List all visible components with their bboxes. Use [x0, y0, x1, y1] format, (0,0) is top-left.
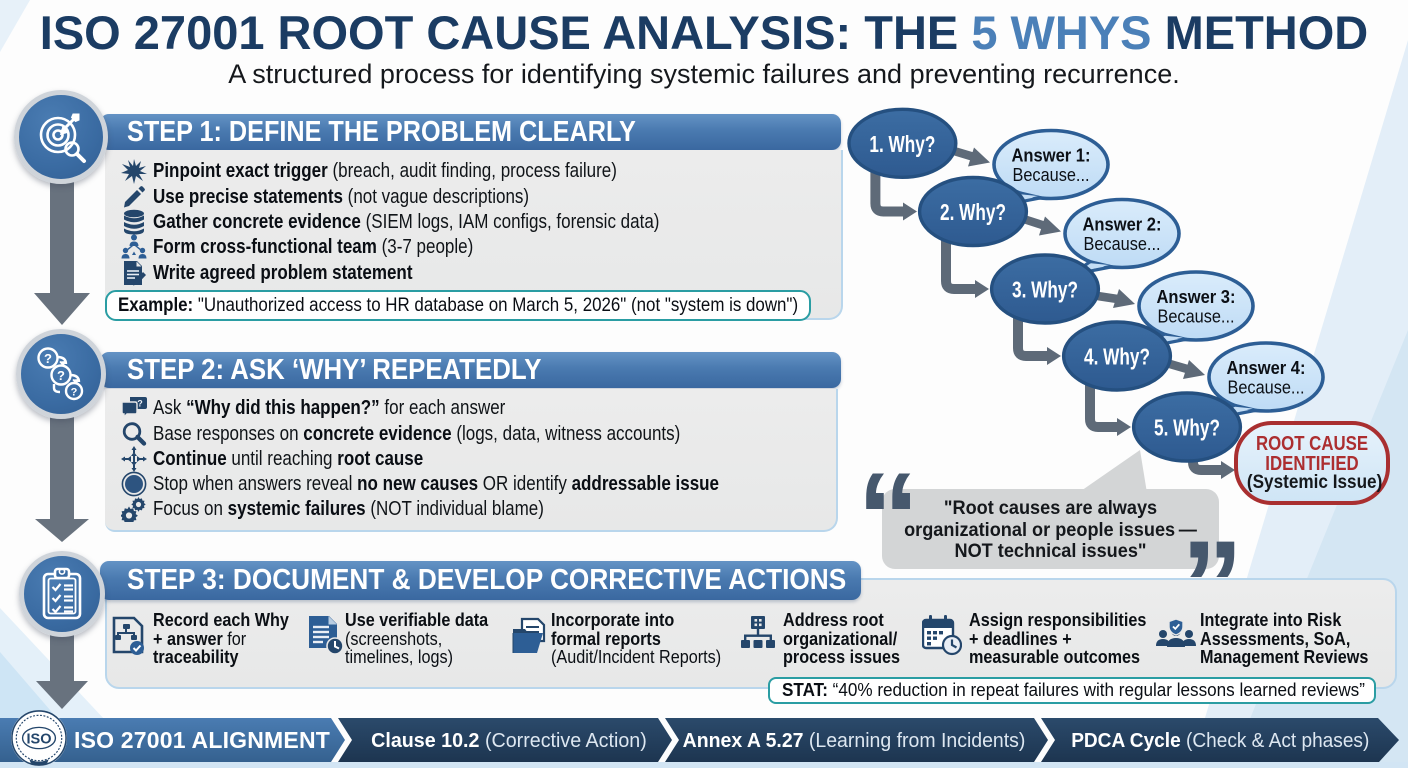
svg-text:Because...: Because...	[1013, 164, 1090, 185]
svg-text:4. Why?: 4. Why?	[1084, 344, 1150, 370]
svg-text:5. Why?: 5. Why?	[1154, 415, 1220, 441]
svg-text:Answer 1:: Answer 1:	[1012, 145, 1091, 166]
svg-text:Because...: Because...	[1084, 233, 1161, 254]
svg-text:?: ?	[57, 368, 65, 383]
svg-text:?: ?	[137, 399, 143, 409]
svg-text:Answer 2:: Answer 2:	[1083, 214, 1162, 235]
svg-text:ISO: ISO	[27, 731, 52, 747]
svg-text:2. Why?: 2. Why?	[940, 199, 1006, 225]
svg-text:1. Why?: 1. Why?	[869, 131, 935, 157]
svg-text:Answer 3:: Answer 3:	[1157, 286, 1236, 307]
svg-text:?: ?	[44, 351, 52, 366]
svg-text:Because...: Because...	[1228, 377, 1305, 398]
svg-text:3. Why?: 3. Why?	[1012, 277, 1078, 303]
svg-text:?: ?	[71, 387, 78, 399]
svg-text:Answer 4:: Answer 4:	[1227, 357, 1306, 378]
svg-text:Because...: Because...	[1158, 306, 1235, 327]
